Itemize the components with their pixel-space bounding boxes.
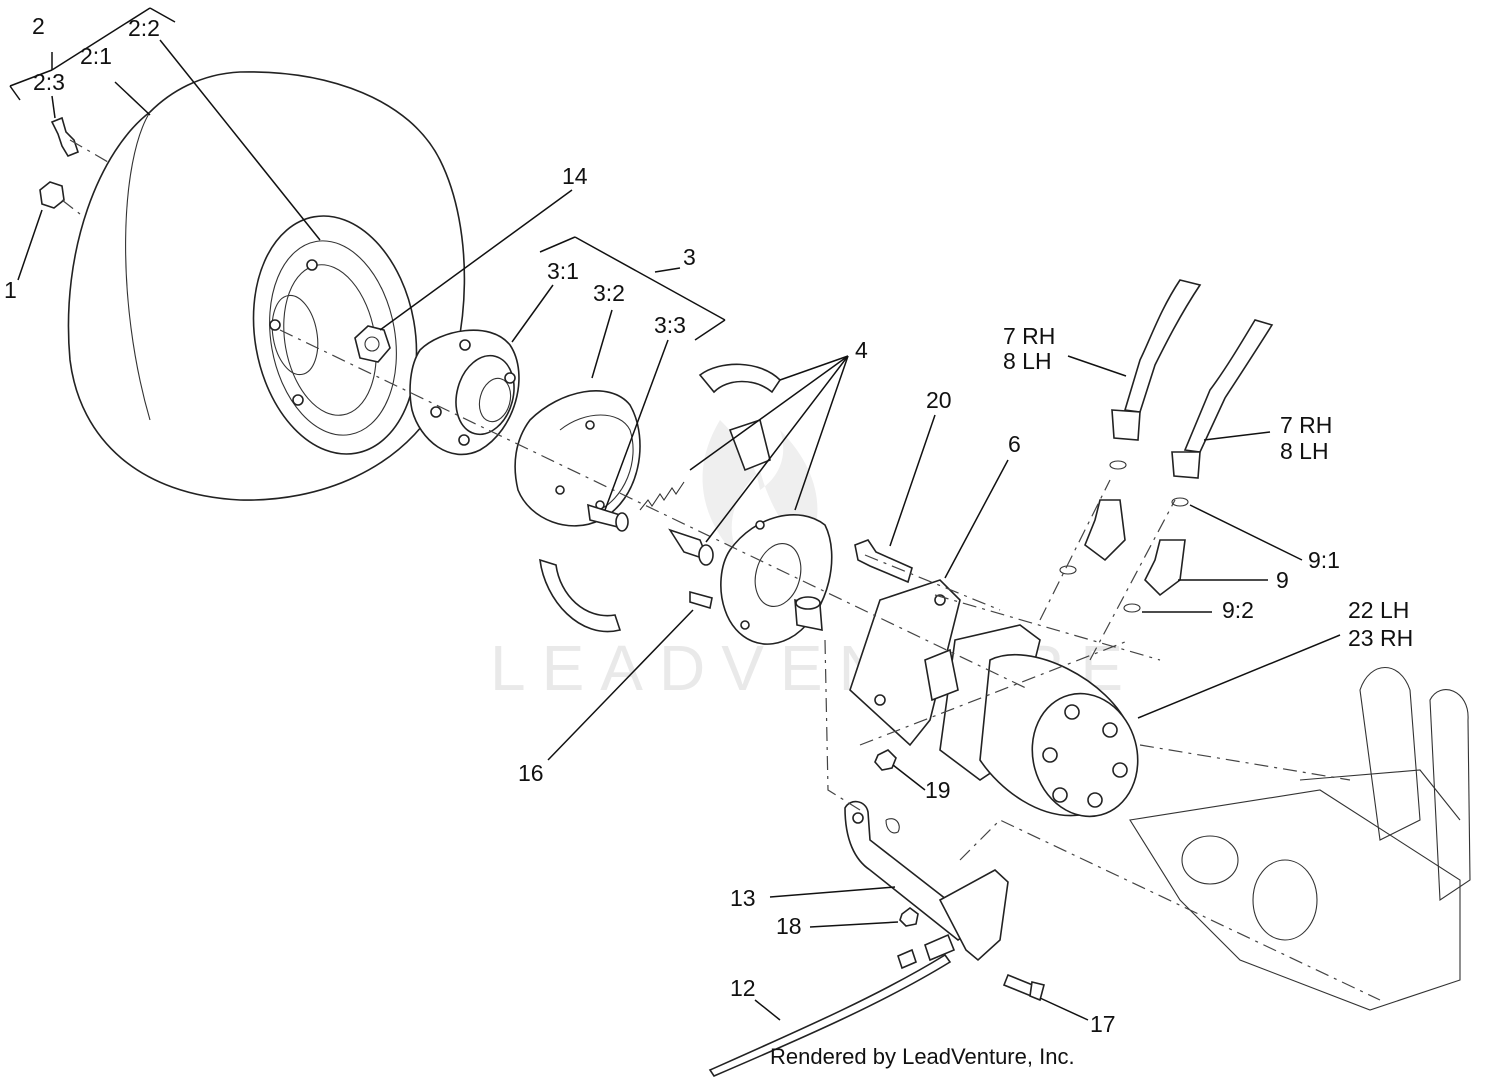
brake-shoe-lower — [539, 558, 622, 633]
plate-bolt — [689, 590, 713, 610]
label-2-2: 2:2 — [128, 15, 160, 41]
label-7rh-a: 7 RH — [1003, 323, 1055, 349]
label-6: 6 — [1008, 431, 1021, 457]
label-1: 1 — [4, 277, 17, 303]
o-ring-b — [1171, 497, 1189, 507]
label-19: 19 — [925, 777, 951, 803]
o-ring-c — [1059, 565, 1077, 575]
label-9-2: 9:2 — [1222, 597, 1254, 623]
o-ring-a — [1109, 460, 1127, 470]
label-8lh-a: 8 LH — [1003, 348, 1052, 374]
hub — [409, 329, 520, 456]
motor-bolt — [854, 539, 913, 584]
wheel-assembly — [67, 71, 466, 501]
label-17: 17 — [1090, 1011, 1116, 1037]
label-2-3: 2:3 — [33, 69, 65, 95]
label-23rh: 23 RH — [1348, 625, 1413, 651]
hub-nut — [354, 325, 391, 363]
label-18: 18 — [776, 913, 802, 939]
label-8lh-b: 8 LH — [1280, 438, 1329, 464]
lug-nut — [39, 181, 65, 209]
brake-shoe-upper — [698, 363, 782, 472]
label-3: 3 — [683, 244, 696, 270]
lock-nut — [874, 749, 897, 771]
brake-lever — [844, 800, 1009, 962]
wheel-stud — [587, 503, 629, 532]
elbow-fitting-b — [1144, 539, 1186, 597]
leader-lines — [9, 7, 1341, 1021]
hydraulic-motor — [924, 624, 1139, 818]
valve-stem — [50, 116, 79, 157]
hydraulic-hose-b — [1171, 319, 1274, 479]
label-20: 20 — [926, 387, 952, 413]
label-4: 4 — [855, 337, 868, 363]
label-14: 14 — [562, 163, 588, 189]
label-2: 2 — [32, 13, 45, 39]
brake-spring — [639, 481, 685, 511]
wheel-rim — [252, 215, 418, 455]
lever-nut — [899, 907, 919, 927]
label-3-3: 3:3 — [654, 312, 686, 338]
lever-bolt — [1002, 973, 1045, 1002]
label-16: 16 — [518, 760, 544, 786]
center-lines — [61, 139, 1381, 1001]
o-ring-d — [1123, 603, 1141, 613]
brake-drum — [514, 390, 641, 527]
label-9: 9 — [1276, 567, 1289, 593]
elbow-fitting-a — [1084, 499, 1126, 562]
hydraulic-hose-a — [1111, 279, 1202, 441]
cam-shaft — [668, 528, 714, 566]
bushing — [794, 596, 823, 631]
label-12: 12 — [730, 975, 756, 1001]
label-7rh-b: 7 RH — [1280, 412, 1332, 438]
render-credit: Rendered by LeadVenture, Inc. — [770, 1044, 1075, 1069]
label-13: 13 — [730, 885, 756, 911]
label-3-1: 3:1 — [547, 258, 579, 284]
brake-cable — [708, 933, 956, 1077]
frame-bracket — [1129, 666, 1471, 1011]
label-3-2: 3:2 — [593, 280, 625, 306]
label-2-1: 2:1 — [80, 43, 112, 69]
callout-labels: 2 2:2 2:1 2:3 1 14 3 3:1 3:2 3:3 4 20 6 … — [4, 13, 1413, 1037]
label-9-1: 9:1 — [1308, 547, 1340, 573]
label-22lh: 22 LH — [1348, 597, 1409, 623]
